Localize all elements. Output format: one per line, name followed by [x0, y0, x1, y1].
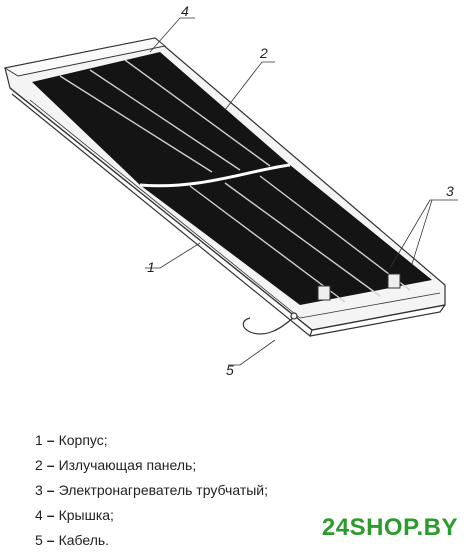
legend-item: 4–Крышка;: [35, 507, 114, 523]
callout-1: 1: [147, 259, 155, 275]
legend-item: 1–Корпус;: [35, 432, 108, 448]
callout-4: 4: [181, 3, 189, 19]
radiant-panel: [32, 52, 432, 305]
legend-item: 3–Электронагреватель трубчатый;: [35, 482, 269, 498]
callout-5: 5: [226, 362, 234, 378]
legend-text: Излучающая панель;: [58, 457, 197, 473]
heater-diagram: 4 2 3 1 5: [3, 3, 458, 378]
cable: [242, 312, 298, 335]
legend-item: 2–Излучающая панель;: [35, 457, 197, 473]
end-lid: [3, 37, 167, 77]
callout-3: 3: [446, 183, 454, 199]
legend-item: 5–Кабель.: [35, 532, 110, 548]
callout-2: 2: [259, 45, 268, 61]
legend-num: 5: [35, 532, 43, 548]
leader-lines: [145, 17, 458, 366]
legend-num: 2: [35, 457, 43, 473]
legend-num: 1: [35, 432, 43, 448]
legend-text: Электронагреватель трубчатый;: [58, 482, 269, 498]
legend-num: 3: [35, 482, 43, 498]
legend-text: Корпус;: [58, 432, 108, 448]
legend-num: 4: [35, 507, 43, 523]
legend-text: Крышка;: [58, 507, 114, 523]
watermark: 24SHOP.BY: [321, 514, 458, 541]
tube-lines: [59, 59, 411, 303]
tube-brackets: [317, 273, 401, 301]
legend: 1–Корпус; 2–Излучающая панель; 3–Электро…: [35, 428, 268, 553]
legend-text: Кабель.: [58, 532, 110, 548]
